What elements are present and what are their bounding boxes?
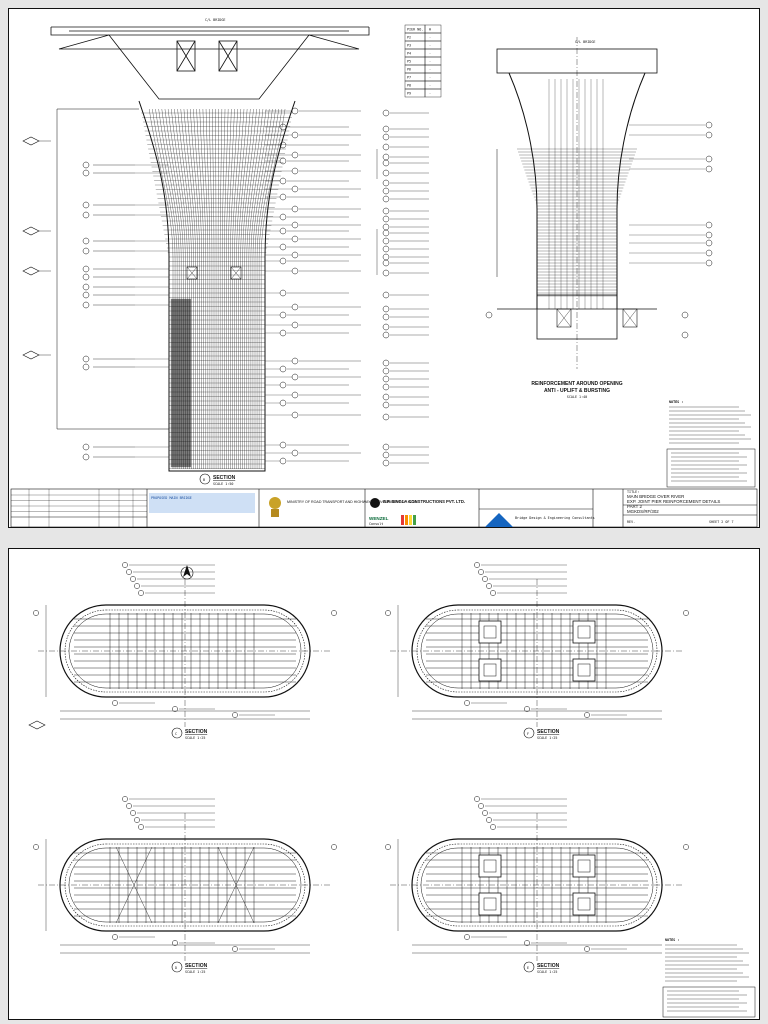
section-word: SECTION	[185, 963, 208, 969]
table-cell: -	[429, 44, 431, 48]
pier-height-table: PIER NO. H P2 - P3 - P4 - P5 - P6 - P7 - P8 - P9 -	[404, 24, 442, 98]
right-elevation-callouts	[485, 121, 713, 339]
table-cell: -	[429, 84, 431, 88]
table-cell: P4	[407, 52, 411, 56]
notes-block: NOTES :	[666, 400, 756, 488]
left-dimension-chain	[56, 108, 169, 430]
table-cell: P7	[407, 76, 411, 80]
right-callouts	[265, 107, 429, 467]
section-scale: SCALE 1:25	[537, 970, 557, 974]
table-cell: -	[429, 60, 431, 64]
title-label: TITLE:	[627, 490, 639, 494]
rev-label: REV.	[627, 520, 635, 524]
section-scale: SCALE 1:25	[537, 736, 557, 740]
section-scale: SCALE 1:25	[185, 736, 205, 740]
ministry-name: MINISTRY OF ROAD TRANSPORT AND HIGHWAYS,…	[287, 500, 418, 504]
notes-block-2: NOTES :	[662, 938, 756, 1018]
section-b-scale: SCALE 1:50	[213, 482, 233, 486]
drawing-number: MGKDS/RF/302	[627, 509, 659, 514]
emblem-logo	[269, 497, 281, 517]
reinf-title-line2: ANTI - UPLIFT & BURSTING	[544, 388, 610, 394]
contractor-logo	[370, 498, 380, 508]
cl-bridge-label-2: C/L BRIDGE	[575, 40, 595, 44]
section-b-letter: B	[203, 478, 205, 482]
section-word: SECTION	[537, 729, 560, 735]
bridge-consult: Bridge Design & Engineering Consultants	[515, 516, 595, 520]
pier-elevation-drawing: C/L BRIDGE B SECTION SCALE 1:50 PIER NO.…	[10, 18, 758, 527]
table-cell: P3	[407, 44, 411, 48]
cl-bridge-label: C/L BRIDGE	[205, 18, 225, 22]
title-block	[10, 488, 758, 527]
section-letter: F	[527, 732, 529, 736]
notes-title-2: NOTES :	[665, 938, 679, 942]
table-cell: P5	[407, 60, 411, 64]
table-cell: P2	[407, 36, 411, 40]
left-callouts	[82, 161, 169, 461]
triangle-logo	[485, 513, 513, 527]
section-markers-left	[22, 136, 51, 360]
section-letter: D	[175, 966, 177, 970]
notes-title: NOTES :	[669, 400, 683, 404]
opening-reinforcement-elevation	[496, 37, 658, 369]
table-cell: P6	[407, 68, 411, 72]
reinf-title-scale: SCALE 1:40	[567, 395, 587, 399]
table-cell: -	[429, 52, 431, 56]
table-cell: H	[429, 28, 431, 32]
pier-cap	[50, 26, 370, 100]
stamp-box	[149, 493, 255, 513]
title-line1: MAIN BRIDGE OVER RIVER	[627, 494, 684, 499]
contractor-name: S.P. SINGLA CONSTRUCTIONS PVT. LTD.	[383, 499, 465, 504]
title-line3: PART 2	[627, 504, 642, 509]
table-cell: P8	[407, 84, 411, 88]
table-cell: -	[429, 36, 431, 40]
section-letter: C	[175, 732, 177, 736]
table-cell: P9	[407, 92, 411, 96]
table-cell: PIER NO.	[407, 28, 423, 32]
table-cell: -	[429, 76, 431, 80]
section-word: SECTION	[537, 963, 560, 969]
reinf-title: REINFORCEMENT AROUND OPENING ANTI - UPLI…	[531, 381, 622, 399]
north-arrow	[180, 565, 194, 580]
section-b-label: B SECTION SCALE 1:50	[199, 473, 236, 486]
color-bars	[401, 515, 416, 525]
section-scale: SCALE 1:25	[185, 970, 205, 974]
section-b-word: SECTION	[213, 475, 236, 481]
sheet-number: SHEET 2 OF 7	[709, 520, 734, 524]
table-cell: -	[429, 68, 431, 72]
stamp-text: PROPOSED MAIN BRIDGE	[151, 496, 192, 500]
reinf-title-line1: REINFORCEMENT AROUND OPENING	[531, 381, 622, 387]
consultant-sub: Consult	[369, 522, 383, 526]
section-word: SECTION	[185, 729, 208, 735]
table-cell: -	[429, 92, 431, 96]
section-letter: E	[527, 966, 529, 970]
drawing-sheet-1: C/L BRIDGE B SECTION SCALE 1:50 PIER NO.…	[8, 8, 760, 528]
consultant-name: WENZEL	[369, 516, 389, 521]
pier-stem	[138, 100, 296, 472]
title-line2: EXP. JOINT PIER REINFORCEMENT DETAILS	[627, 499, 720, 504]
